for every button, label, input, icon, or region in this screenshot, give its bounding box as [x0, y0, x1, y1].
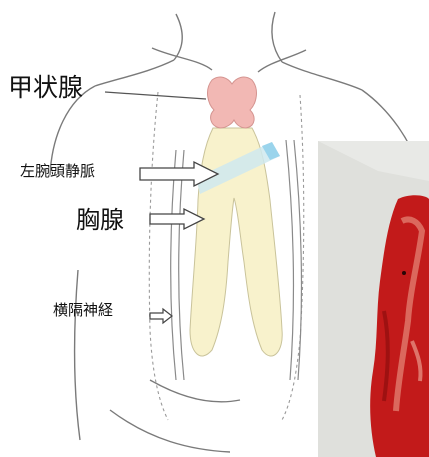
thymus-specimen-photo: [318, 141, 429, 457]
shoulder-left-line: [95, 60, 174, 86]
left-nerve-outer: [171, 150, 176, 380]
left-pleura-dashed: [149, 92, 168, 420]
jaw-right-line: [272, 12, 282, 62]
specimen-photo-drawing: [318, 141, 429, 457]
label-left-brachiocephalic-vein: 左腕頭静脈: [20, 164, 95, 179]
thymus-arrow: [150, 209, 204, 229]
right-nerve-outer: [286, 140, 293, 380]
right-nerve-inner: [294, 140, 301, 380]
thyroid-leader-line: [105, 92, 206, 99]
rib-arc-line: [150, 380, 240, 402]
label-thyroid: 甲状腺: [8, 75, 83, 100]
left-nerve-inner: [179, 150, 184, 380]
neck-left-line: [152, 48, 212, 70]
label-thymus: 胸腺: [76, 208, 124, 232]
shoulder-right-line: [282, 62, 362, 90]
torso-left-line: [75, 270, 81, 440]
nerve-arrow: [150, 309, 172, 323]
thyroid-shape: [208, 77, 257, 128]
tissue-spot: [402, 271, 406, 275]
label-phrenic-nerve: 横隔神経: [53, 303, 113, 318]
lower-arc-line: [110, 410, 230, 452]
jaw-left-line: [174, 14, 182, 60]
